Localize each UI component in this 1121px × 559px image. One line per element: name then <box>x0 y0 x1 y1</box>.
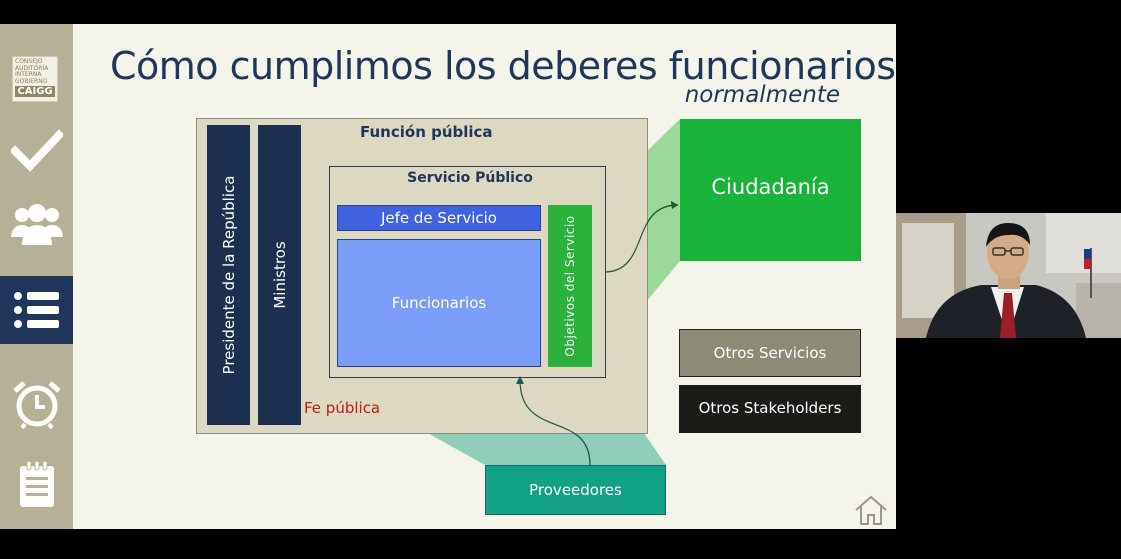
ministros-bar: Ministros <box>258 125 301 425</box>
home-icon <box>855 495 887 525</box>
home-button[interactable] <box>853 494 889 526</box>
ciudadania-box: Ciudadanía <box>680 119 861 261</box>
sidebar-item-group[interactable] <box>0 194 73 254</box>
sidebar-item-list[interactable] <box>0 276 73 344</box>
presidente-label: Presidente de la República <box>219 175 238 375</box>
funcion-publica-label: Función pública <box>360 123 493 141</box>
sidebar-item-notepad[interactable] <box>0 454 73 514</box>
alarm-clock-icon <box>12 381 61 429</box>
list-icon <box>13 292 59 328</box>
proveedores-box: Proveedores <box>485 465 666 515</box>
webcam-feed <box>896 213 1121 338</box>
sidebar-item-alarm[interactable] <box>0 374 73 434</box>
otros-servicios-box: Otros Servicios <box>679 329 861 377</box>
ministros-label: Ministros <box>270 241 289 309</box>
presenter-video <box>896 213 1121 338</box>
checkmark-icon <box>10 129 63 172</box>
caigg-logo: CONSEJO AUDITORÍA INTERNA GOBIERNO CAIGG <box>12 56 58 102</box>
slide-subtitle: normalmente <box>684 82 840 108</box>
presidente-bar: Presidente de la República <box>207 125 250 425</box>
funcionarios-box: Funcionarios <box>337 239 541 367</box>
slide-title: Cómo cumplimos los deberes funcionarios <box>110 44 896 88</box>
logo-line-4: GOBIERNO <box>15 77 48 85</box>
logo-line-3: INTERNA <box>15 71 42 78</box>
servicio-publico-label: Servicio Público <box>407 170 533 186</box>
notepad-icon <box>19 460 54 507</box>
objetivos-bar: Objetivos del Servicio <box>548 205 592 367</box>
fe-publica-label: Fe pública <box>304 399 381 417</box>
objetivos-label: Objetivos del Servicio <box>563 215 577 357</box>
otros-stakeholders-box: Otros Stakeholders <box>679 385 861 433</box>
group-icon <box>10 204 63 245</box>
jefe-de-servicio-box: Jefe de Servicio <box>337 205 541 231</box>
logo-acronym: CAIGG <box>15 86 55 97</box>
logo-line-1: CONSEJO <box>15 58 43 65</box>
logo-line-2: AUDITORÍA <box>15 64 49 72</box>
slide-sidebar: CONSEJO AUDITORÍA INTERNA GOBIERNO CAIGG <box>0 24 73 529</box>
sidebar-item-check[interactable] <box>0 121 73 181</box>
